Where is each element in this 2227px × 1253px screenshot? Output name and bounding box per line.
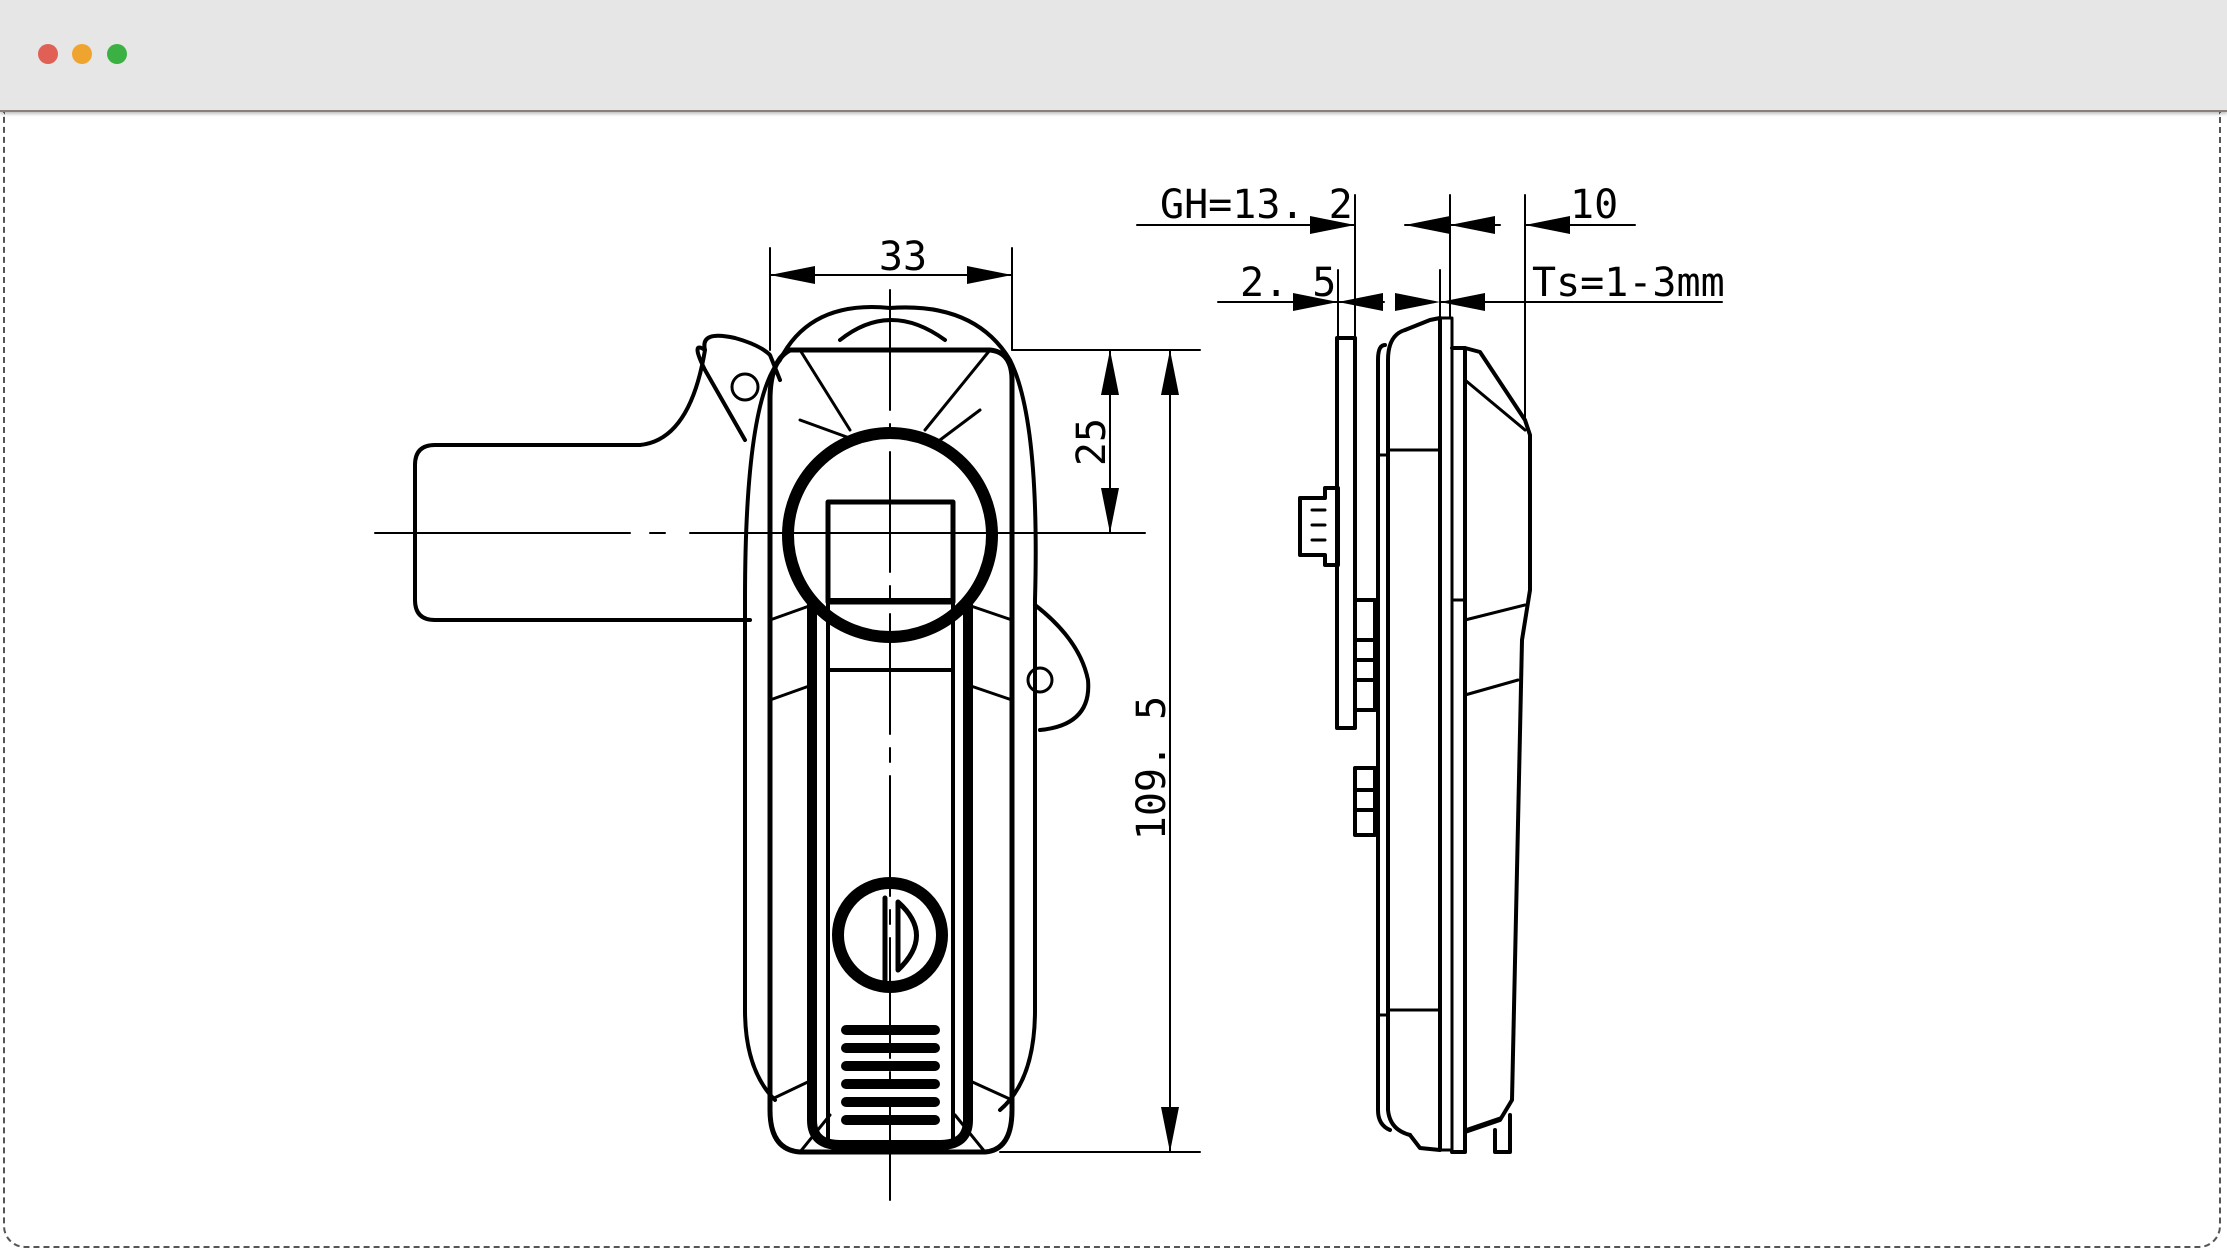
dim-thickness-label: Ts=1-3mm [1532, 260, 1725, 306]
drawing-canvas-frame [3, 112, 2221, 1248]
dim-width-label: 33 [879, 234, 927, 280]
handle-lever [413, 333, 782, 622]
side-dimension-arrows [1293, 216, 1570, 311]
top-cap [798, 348, 992, 432]
close-window-button[interactable] [38, 44, 58, 64]
side-handle-tab [1493, 1113, 1512, 1154]
dim-flange-label: 2. 5 [1240, 260, 1336, 306]
lock-keyway [882, 895, 919, 983]
handle-hole-right [1026, 666, 1054, 694]
maximize-window-button[interactable] [107, 44, 127, 64]
side-gasket [1376, 328, 1412, 1137]
top-cap-arc [838, 318, 947, 342]
dim-depth-label: 10 [1570, 182, 1618, 228]
handle-hole-left [730, 372, 760, 402]
dim-height-label: 109. 5 [1129, 696, 1175, 841]
center-lines [374, 289, 1146, 1201]
dim-offset-label: 25 [1069, 418, 1115, 466]
minimize-window-button[interactable] [72, 44, 92, 64]
window-title-bar [0, 0, 2227, 112]
panel-section [1438, 316, 1454, 1152]
front-view [413, 305, 1091, 1155]
side-view [1298, 316, 1532, 1154]
handle-ear-right [1033, 603, 1091, 732]
cam-upper [1298, 486, 1340, 567]
side-handle-profile [1450, 346, 1532, 1154]
front-dimension-arrows [770, 266, 1179, 1152]
cam-bottom [1353, 766, 1377, 837]
dim-gh-label: GH=13. 2 [1160, 182, 1353, 228]
cam-lower [1353, 598, 1377, 712]
